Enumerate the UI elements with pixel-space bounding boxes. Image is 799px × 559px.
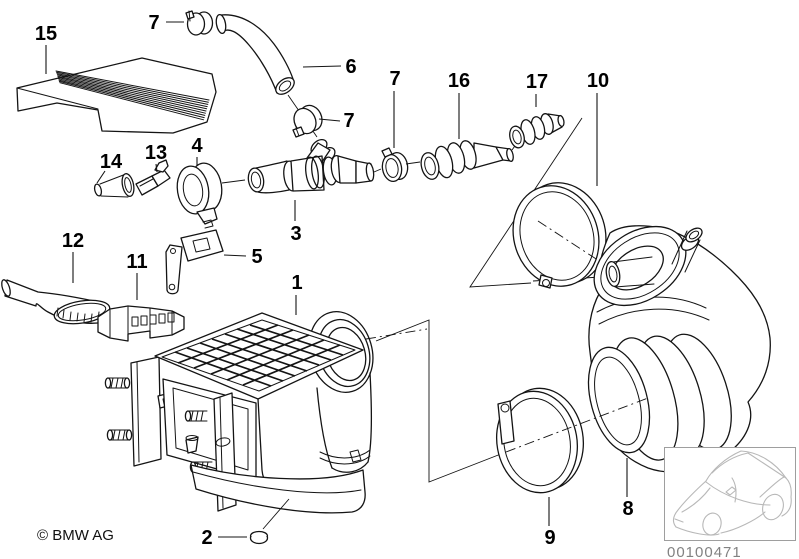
part-7-clamp-right-drawing [381, 147, 421, 183]
copyright: © BMW AG [37, 527, 114, 544]
callout-11[interactable]: 11 [126, 251, 147, 273]
callout-labels: 15 7 6 7 7 16 17 10 14 13 4 3 12 11 5 1 … [35, 12, 634, 549]
part-3-valve-drawing [247, 138, 382, 194]
part-8-elbow-boot-drawing [587, 225, 771, 473]
part-14-funnel-drawing [93, 173, 135, 198]
part-9-clamp-drawing [495, 387, 585, 494]
assembly-axis-clamp-9 [505, 397, 649, 453]
callout-8[interactable]: 8 [622, 498, 633, 520]
part-7-clamp-top-drawing [185, 10, 214, 36]
callout-7-top[interactable]: 7 [148, 12, 159, 34]
callout-14[interactable]: 14 [100, 151, 123, 173]
part-16-boot-drawing [420, 140, 518, 180]
part-1-air-flow-sensor-drawing [104, 311, 374, 514]
callout-16[interactable]: 16 [448, 70, 470, 92]
installation-pointer-lines-bottom [365, 319, 507, 483]
image-number: 00100471 [667, 544, 742, 559]
callout-7-right[interactable]: 7 [389, 68, 400, 90]
part-6-hose-drawing [215, 13, 318, 138]
part-4-housing-drawing [176, 162, 246, 229]
leader-lines [45, 21, 628, 538]
part-15-cover-drawing [16, 57, 217, 134]
part-5-bracket-drawing [165, 229, 224, 295]
vehicle-thumbnail: 00100471 [664, 447, 796, 559]
part-10-clamp-drawing [512, 182, 607, 289]
part-7-clamp-middle-drawing [292, 104, 323, 138]
part-11-connector-drawing [97, 305, 185, 342]
callout-4[interactable]: 4 [191, 135, 203, 157]
callout-9[interactable]: 9 [544, 527, 555, 549]
part-2-plug-drawing [249, 498, 290, 545]
part-17-boot-drawing [509, 113, 565, 149]
callout-17[interactable]: 17 [526, 71, 548, 93]
part-13-clip-drawing [135, 159, 171, 196]
part-12-funnel-drawing [1, 279, 111, 325]
callout-1[interactable]: 1 [291, 272, 302, 294]
callout-13[interactable]: 13 [145, 142, 167, 164]
callout-15[interactable]: 15 [35, 23, 57, 45]
callout-10[interactable]: 10 [587, 70, 609, 92]
callout-2[interactable]: 2 [201, 527, 212, 549]
callout-7-middle[interactable]: 7 [343, 110, 354, 132]
callout-3[interactable]: 3 [290, 223, 301, 245]
callout-12[interactable]: 12 [62, 230, 84, 252]
callout-5[interactable]: 5 [251, 246, 262, 268]
car-icon [673, 450, 792, 536]
callout-6[interactable]: 6 [345, 56, 356, 78]
